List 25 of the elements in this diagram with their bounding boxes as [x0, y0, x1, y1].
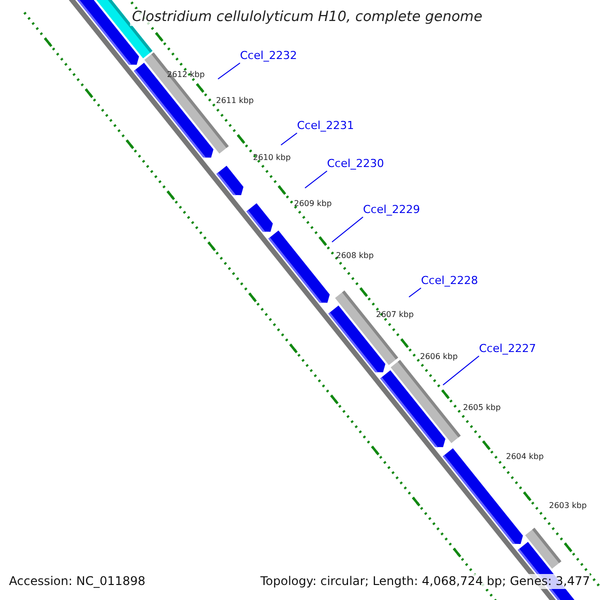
scale-label: 2612 kbp — [167, 69, 205, 80]
accession-text: Accession: NC_011898 — [9, 574, 146, 589]
gene-label: Ccel_2231 — [297, 119, 354, 133]
leader-line — [408, 288, 422, 298]
gene-label: Ccel_2232 — [240, 49, 298, 63]
scale-label: 2611 kbp — [216, 95, 254, 106]
genome-title: Clostridium cellulolyticum H10, complete genome — [130, 9, 484, 26]
leader-line — [280, 132, 298, 146]
scale-label: 2606 kbp — [420, 351, 458, 362]
gene-label: Ccel_2227 — [479, 342, 536, 356]
scale-label: 2610 kbp — [253, 152, 291, 163]
scale-label: 2609 kbp — [294, 198, 332, 209]
gene-label: Ccel_2228 — [421, 274, 478, 288]
gene-label: Ccel_2229 — [363, 203, 420, 217]
scale-label: 2604 kbp — [506, 451, 544, 462]
leader-line — [442, 356, 480, 386]
genome-summary-text: Topology: circular; Length: 4,068,724 bp; Genes: 3,477 — [260, 574, 590, 589]
gene-label: Ccel_2230 — [327, 157, 384, 171]
leader-line — [304, 170, 328, 188]
leader-line — [332, 216, 364, 242]
leader-line — [218, 62, 240, 80]
scale-label: 2607 kbp — [376, 309, 414, 320]
scale-label: 2608 kbp — [336, 250, 374, 261]
scale-label: 2605 kbp — [463, 402, 501, 413]
scale-label: 2603 kbp — [549, 500, 587, 511]
